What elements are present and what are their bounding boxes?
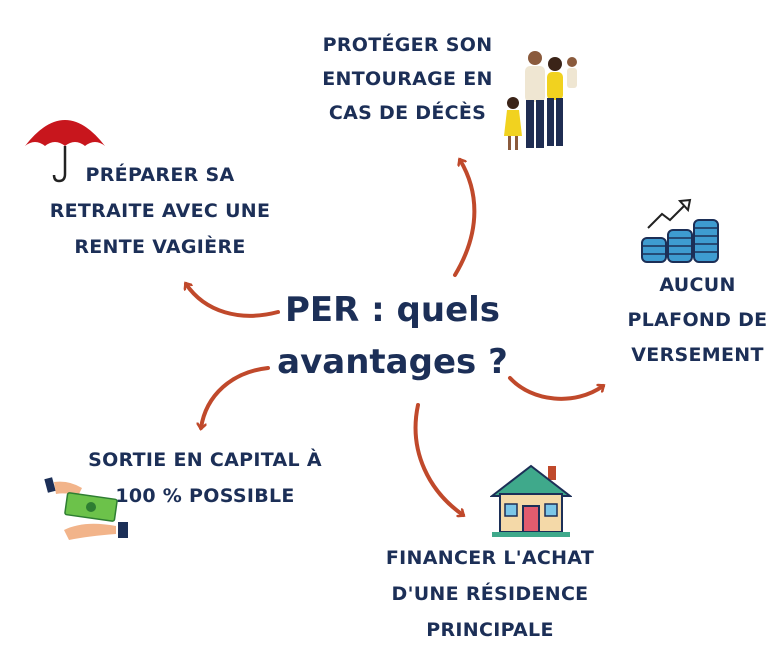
benefit-line: PLAFOND DE xyxy=(627,309,768,331)
umbrella-icon xyxy=(25,120,105,183)
arrow-to-protect xyxy=(453,160,477,277)
benefit-line: PROTÉGER SON xyxy=(322,34,493,56)
benefit-line: CAS DE DÉCÈS xyxy=(328,102,487,124)
benefit-home: FINANCER L'ACHAT D'UNE RÉSIDENCE PRINCIP… xyxy=(360,540,620,648)
coins-growth-icon xyxy=(641,198,719,263)
benefit-capital: SORTIE EN CAPITAL À 100 % POSSIBLE xyxy=(55,442,355,514)
benefit-line: RENTE VAGIÈRE xyxy=(74,236,246,258)
benefit-line: PRINCIPALE xyxy=(426,619,554,641)
benefit-line: PRÉPARER SA xyxy=(85,164,235,186)
benefit-line: FINANCER L'ACHAT xyxy=(385,547,595,569)
benefit-line: VERSEMENT xyxy=(631,344,764,366)
benefit-retirement: PRÉPARER SA RETRAITE AVEC UNE RENTE VAGI… xyxy=(20,157,300,265)
family-icon xyxy=(504,51,577,150)
money-hands-icon xyxy=(44,477,128,540)
central-title: PER : quels avantages ? xyxy=(250,284,535,388)
benefit-line: D'UNE RÉSIDENCE xyxy=(391,583,589,605)
benefit-line: SORTIE EN CAPITAL À xyxy=(88,449,322,471)
benefit-line: 100 % POSSIBLE xyxy=(115,485,295,507)
benefit-line: AUCUN xyxy=(659,274,736,296)
benefit-line: ENTOURAGE EN xyxy=(322,68,493,90)
benefit-line: RETRAITE AVEC UNE xyxy=(49,200,271,222)
arrow-to-home xyxy=(413,403,463,515)
benefit-protect: PROTÉGER SON ENTOURAGE EN CAS DE DÉCÈS xyxy=(290,28,525,130)
benefit-no-cap: AUCUN PLAFOND DE VERSEMENT xyxy=(600,268,780,373)
arrow-to-no-cap xyxy=(508,376,603,401)
title-line: PER : quels xyxy=(284,290,501,330)
arrow-to-retirement xyxy=(186,284,280,318)
title-line: avantages ? xyxy=(277,342,508,382)
house-icon xyxy=(490,464,572,537)
arrow-to-capital xyxy=(201,366,270,428)
